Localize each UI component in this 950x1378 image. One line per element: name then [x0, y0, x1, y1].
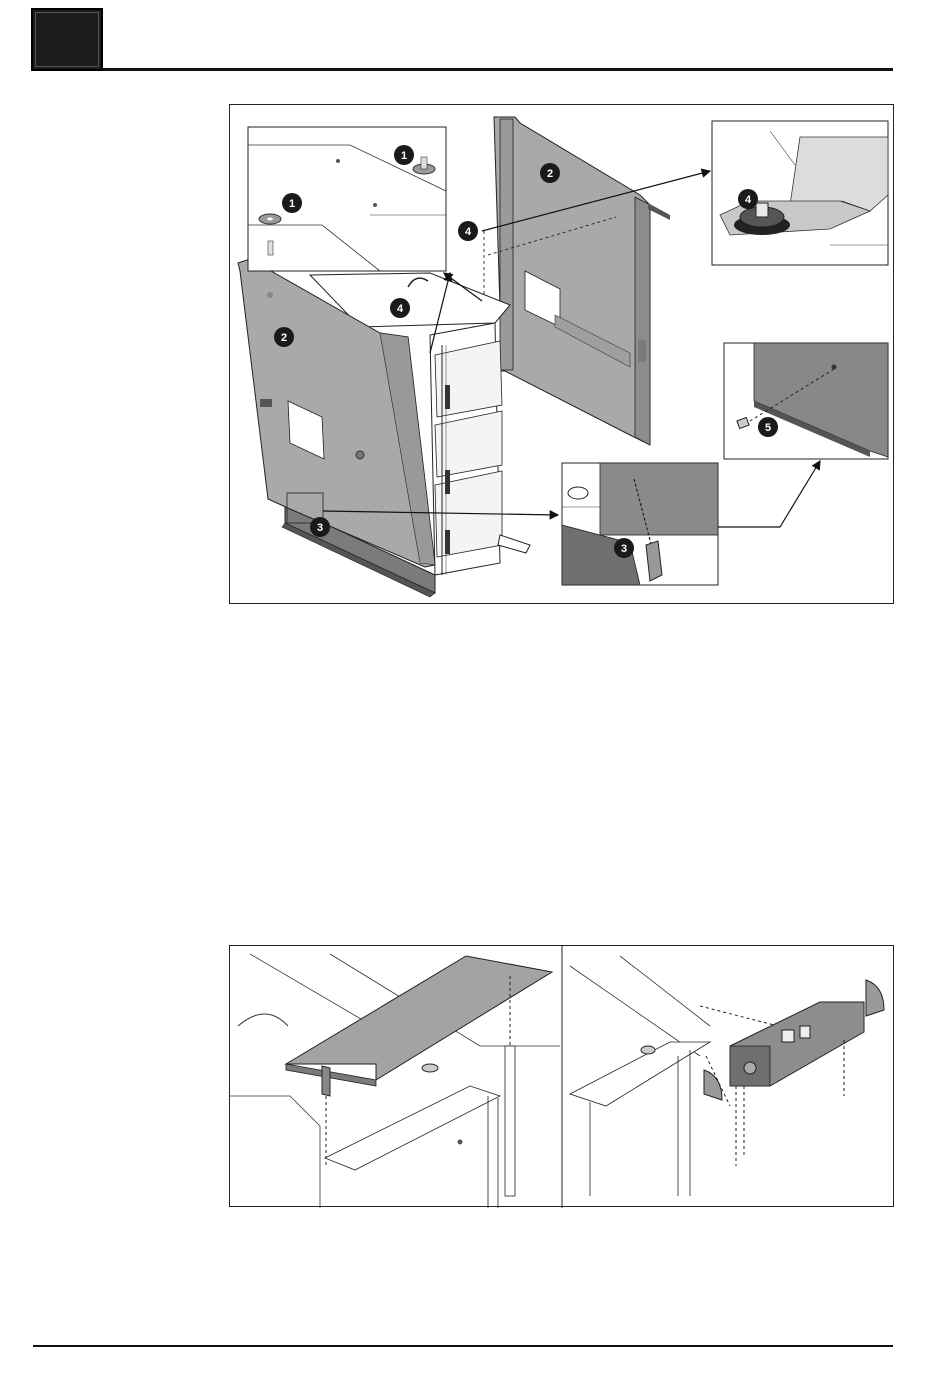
top-bracket-drawing: [230, 946, 895, 1208]
svg-text:5: 5: [765, 422, 771, 434]
right-view-top-cover: [570, 956, 884, 1196]
svg-text:4: 4: [465, 226, 472, 238]
callout-4-center: 4: [390, 298, 410, 318]
callout-2-front-panel: 2: [274, 327, 294, 347]
svg-text:3: 3: [317, 522, 323, 534]
svg-text:2: 2: [281, 332, 287, 344]
callout-3-detail: 3: [614, 538, 634, 558]
chapter-marker-block: [31, 8, 103, 71]
rear-side-panel: [494, 117, 670, 445]
svg-text:1: 1: [289, 198, 295, 210]
svg-text:4: 4: [397, 303, 404, 315]
header-rule: [103, 68, 893, 71]
callout-4-detail: 4: [738, 189, 758, 209]
callout-4-rear: 4: [458, 221, 478, 241]
assembly-figure-top-brackets: [229, 945, 894, 1207]
callout-3-base: 3: [310, 517, 330, 537]
svg-text:4: 4: [745, 194, 752, 206]
callout-2-rear-panel: 2: [540, 163, 560, 183]
footer-rule: [33, 1345, 893, 1347]
callout-1-left: 1: [282, 193, 302, 213]
callout-1-top: 1: [394, 145, 414, 165]
svg-text:3: 3: [621, 543, 627, 555]
assembly-figure-side-panels: 1 1 2 2 3 3 4 4 4 5: [229, 104, 894, 604]
detail-inset-right-middle: [724, 343, 888, 459]
detail-inset-top-left: [248, 127, 446, 271]
detail-inset-top-right: [712, 121, 888, 265]
side-panel-drawing: 1 1 2 2 3 3 4 4 4 5: [230, 105, 895, 605]
svg-text:2: 2: [547, 168, 553, 180]
left-view-bracket: [230, 954, 560, 1208]
detail-inset-bottom-middle: [562, 463, 718, 585]
svg-text:1: 1: [401, 150, 407, 162]
callout-5-detail: 5: [758, 417, 778, 437]
